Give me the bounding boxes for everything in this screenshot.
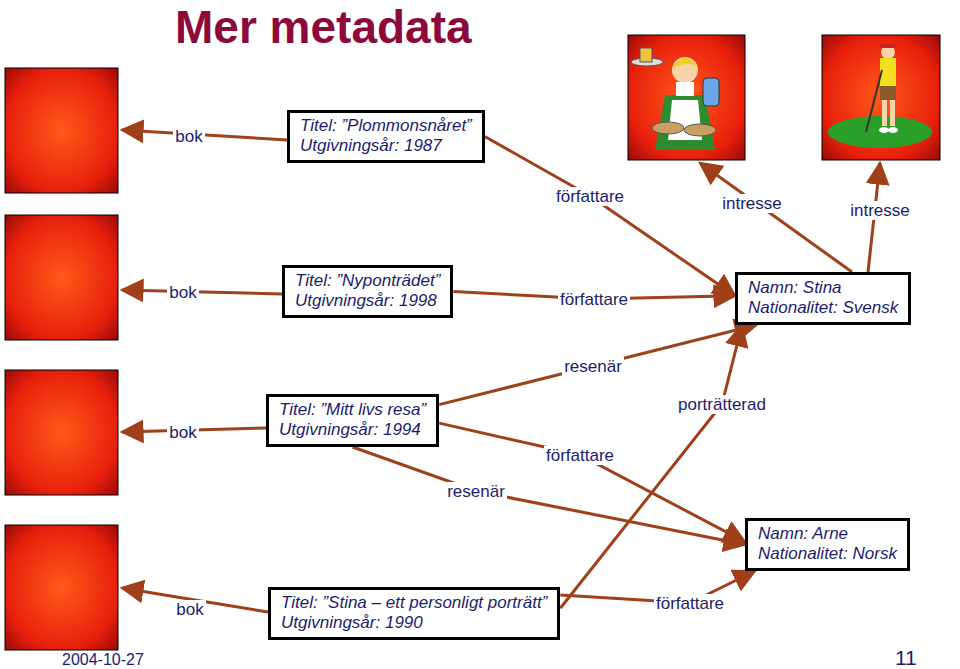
interest-label: intresse bbox=[848, 201, 912, 220]
edge-label: resenär bbox=[445, 482, 507, 501]
date-label: 2004-10-27 bbox=[60, 650, 146, 669]
box-text: Namn: Arne bbox=[758, 524, 897, 544]
waitress-picture bbox=[628, 35, 745, 160]
book-square bbox=[5, 68, 118, 650]
relation-arrow bbox=[439, 325, 756, 405]
box-text: Namn: Stina bbox=[748, 278, 898, 298]
box-text: Utgivningsår: 1998 bbox=[295, 291, 440, 311]
bok-label: bok bbox=[167, 283, 198, 302]
edge-label: författare bbox=[558, 290, 630, 309]
relation-arrow bbox=[560, 325, 742, 608]
edge-label: författare bbox=[554, 187, 626, 206]
edge-label: författare bbox=[544, 446, 616, 465]
relation-arrow bbox=[485, 137, 735, 296]
edge-label: resenär bbox=[562, 357, 624, 376]
box-text: Titel: ”Nyponträdet” bbox=[295, 271, 440, 291]
metadata-box: Titel: ”Plommonsnåret”Utgivningsår: 1987 bbox=[287, 110, 485, 163]
metadata-box: Namn: ArneNationalitet: Norsk bbox=[745, 518, 910, 571]
slide-title: Mer metadata bbox=[175, 0, 472, 54]
box-text: Utgivningsår: 1994 bbox=[279, 420, 426, 440]
bok-label: bok bbox=[173, 127, 204, 146]
relation-arrow bbox=[439, 423, 745, 542]
page-number: 11 bbox=[893, 648, 919, 667]
edge-label: porträtterad bbox=[676, 395, 768, 414]
metadata-box: Namn: StinaNationalitet: Svensk bbox=[735, 272, 911, 325]
golfer-picture bbox=[822, 35, 940, 160]
bok-label: bok bbox=[167, 423, 198, 442]
bok-label: bok bbox=[174, 600, 205, 619]
metadata-box: Titel: ”Mitt livs resa”Utgivningsår: 199… bbox=[266, 394, 439, 447]
interest-label: intresse bbox=[720, 194, 784, 213]
metadata-box: Titel: ”Stina – ett personligt porträtt”… bbox=[268, 587, 560, 640]
box-text: Titel: ”Mitt livs resa” bbox=[279, 400, 426, 420]
box-text: Utgivningsår: 1990 bbox=[281, 613, 547, 633]
box-text: Titel: ”Plommonsnåret” bbox=[300, 116, 472, 136]
box-text: Nationalitet: Svensk bbox=[748, 298, 898, 318]
metadata-box: Titel: ”Nyponträdet”Utgivningsår: 1998 bbox=[282, 265, 453, 318]
box-text: Titel: ”Stina – ett personligt porträtt” bbox=[281, 593, 547, 613]
edge-label: författare bbox=[654, 594, 726, 613]
box-text: Utgivningsår: 1987 bbox=[300, 136, 472, 156]
box-text: Nationalitet: Norsk bbox=[758, 544, 897, 564]
